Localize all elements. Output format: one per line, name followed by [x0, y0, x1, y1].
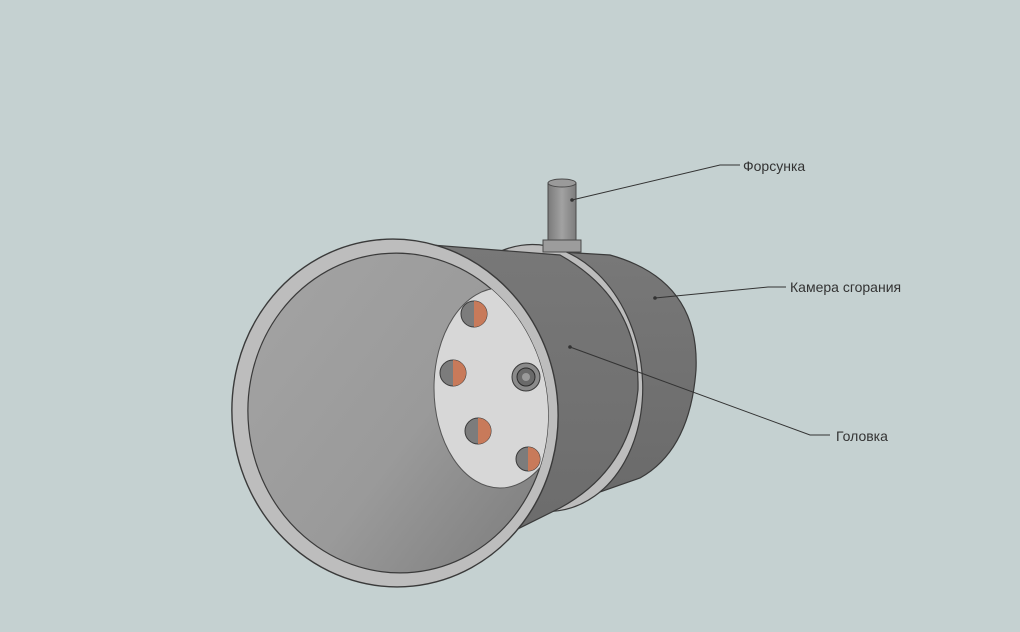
- callout-chamber: Камера сгорания: [653, 279, 901, 300]
- orifice-1: [460, 300, 488, 328]
- orifice-2: [439, 359, 467, 387]
- center-nozzle: [511, 362, 541, 392]
- callout-head: Головка: [568, 345, 888, 444]
- orifice-4: [515, 446, 541, 472]
- callout-injector: Форсунка: [570, 158, 805, 202]
- label-injector: Форсунка: [743, 158, 805, 174]
- label-head: Головка: [836, 428, 888, 444]
- injector-pipe: [542, 178, 582, 253]
- label-chamber: Камера сгорания: [790, 279, 901, 295]
- orifice-3: [464, 417, 492, 445]
